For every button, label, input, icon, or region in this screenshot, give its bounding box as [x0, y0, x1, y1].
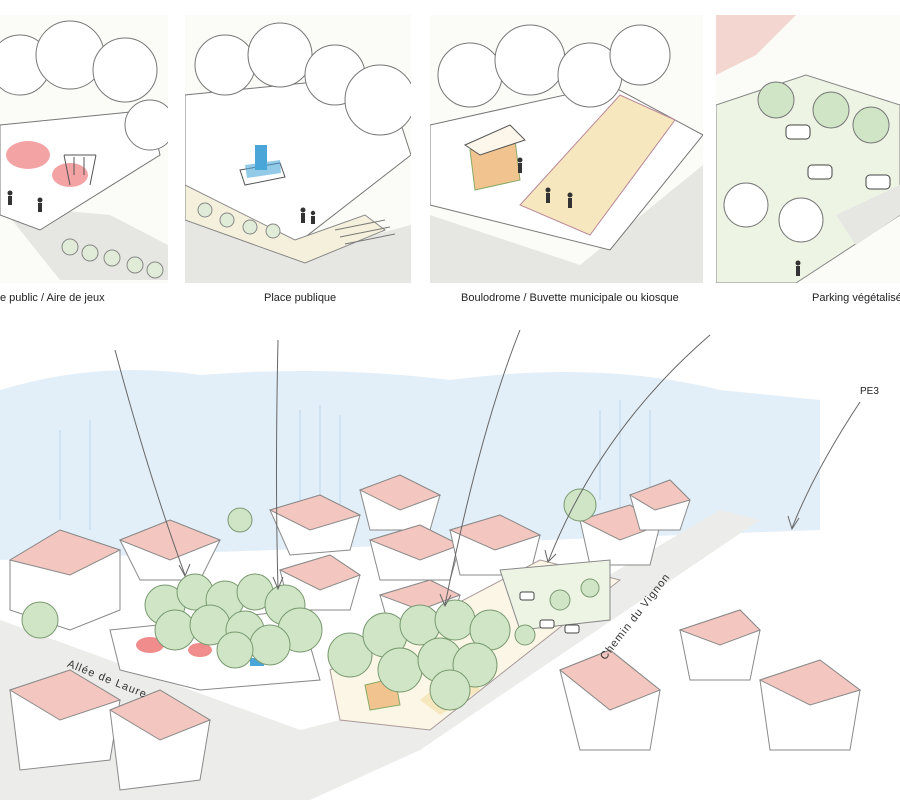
person-icon — [517, 157, 573, 208]
panel-caption-parking: Parking végétalisé — [812, 292, 900, 304]
tree-icon — [723, 182, 824, 243]
panel-boulodrome — [430, 15, 703, 283]
arrow-icon — [114, 330, 861, 608]
kiosk-icon — [463, 124, 526, 191]
fountain-icon — [250, 658, 264, 666]
panel-parking — [716, 15, 900, 283]
person-icon — [7, 190, 43, 212]
buildings — [8, 474, 862, 791]
panel-caption-playground: e public / Aire de jeux — [0, 292, 105, 304]
aerial-site-view — [0, 330, 862, 800]
playground-mat — [188, 643, 212, 657]
public-square-illustration — [185, 22, 411, 283]
playground-mat — [136, 637, 164, 653]
panel-public-square — [185, 15, 411, 283]
playground-illustration — [0, 20, 168, 280]
parking-illustration — [716, 15, 900, 283]
tree-icon — [437, 24, 671, 108]
car-icon — [519, 591, 580, 634]
tree-icon — [757, 81, 890, 144]
panel-playground — [0, 15, 168, 283]
tree-icon — [21, 488, 600, 711]
person-icon — [300, 207, 316, 224]
marker-pe3: PE3 — [860, 386, 879, 397]
panel-caption-public-square: Place publique — [264, 292, 337, 304]
car-icon — [785, 124, 891, 190]
play-area-mat — [52, 163, 88, 187]
person-icon — [795, 260, 801, 276]
swing-icon — [63, 154, 97, 186]
play-area-mat — [6, 141, 50, 169]
panel-caption-boulodrome: Boulodrome / Buvette municipale ou kiosq… — [461, 292, 679, 304]
tree-icon — [194, 22, 411, 136]
tree-icon — [0, 20, 168, 151]
boules-court — [519, 94, 676, 236]
fountain-icon — [239, 145, 286, 186]
boulodrome-illustration — [430, 24, 703, 283]
